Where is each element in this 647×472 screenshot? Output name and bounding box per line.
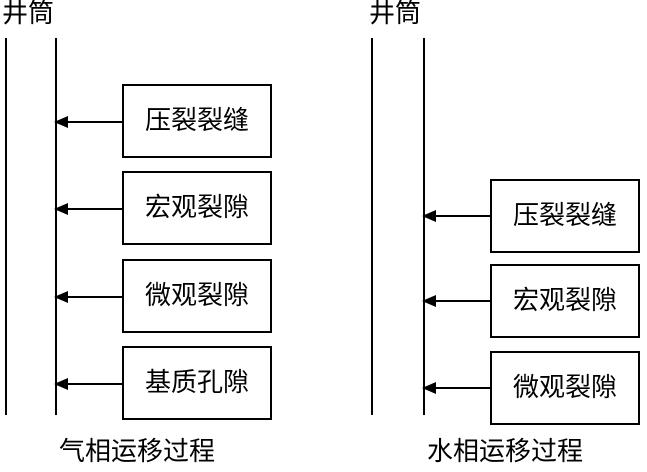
gas-box-matrix-pore: 基质孔隙	[122, 346, 272, 420]
water-flow-arrow-1	[422, 210, 490, 222]
gas-box-macro-fissure: 宏观裂隙	[122, 171, 272, 245]
gas-box-fracturing-fracture: 压裂裂缝	[122, 84, 272, 158]
gas-wellbore-inner-wall	[55, 38, 57, 415]
gas-wellbore-label: 井筒	[2, 0, 55, 29]
gas-flow-arrow-2	[54, 203, 122, 215]
gas-flow-arrow-3	[54, 291, 122, 303]
gas-wellbore-outer-wall	[5, 38, 7, 415]
gas-flow-arrow-4	[54, 378, 122, 390]
gas-flow-arrow-1	[54, 116, 122, 128]
water-box-micro-fissure: 微观裂隙	[490, 351, 640, 425]
water-phase-caption: 水相运移过程	[427, 437, 584, 467]
water-wellbore-inner-wall	[423, 38, 425, 415]
water-flow-arrow-2	[422, 295, 490, 307]
water-flow-arrow-3	[422, 382, 490, 394]
water-wellbore-outer-wall	[371, 38, 373, 415]
water-box-macro-fissure: 宏观裂隙	[490, 264, 640, 338]
water-box-fracturing-fracture: 压裂裂缝	[490, 179, 640, 253]
gas-phase-caption: 气相运移过程	[59, 437, 216, 467]
water-wellbore-label: 井筒	[369, 0, 422, 29]
gas-box-micro-fissure: 微观裂隙	[122, 259, 272, 333]
